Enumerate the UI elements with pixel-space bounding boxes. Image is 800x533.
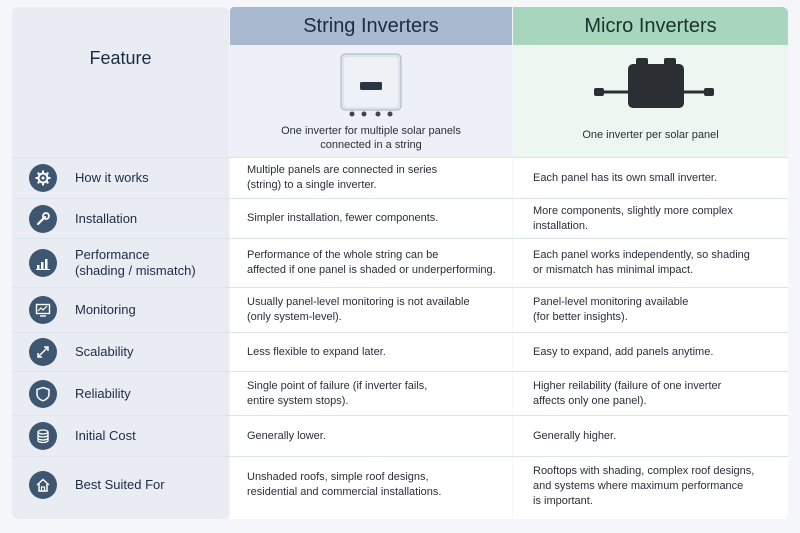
feature-label: Best Suited For — [75, 477, 165, 492]
expand-arrows-icon — [29, 338, 57, 366]
string-caption: One inverter for multiple solar panels c… — [281, 125, 461, 151]
table-row: How it works — [12, 158, 229, 198]
string-cell: Generally lower. — [247, 429, 326, 442]
string-cell: Single point of failure (if inverter fai… — [247, 379, 428, 407]
table-row: Best Suited For — [12, 457, 229, 513]
row-divider — [12, 371, 788, 372]
feature-label: Scalability — [75, 344, 134, 359]
row-divider — [12, 332, 788, 333]
micro-caption: One inverter per solar panel — [582, 129, 719, 141]
gear-icon — [29, 164, 57, 192]
string-cell: Usually panel-level monitoring is not av… — [247, 296, 470, 323]
micro-cell: Each panel has its own small inverter. — [533, 171, 718, 184]
string-cell: Unshaded roofs, simple roof designs, res… — [247, 471, 442, 498]
row-divider — [12, 456, 788, 457]
micro-cell: Panel-level monitoring available (for be… — [533, 296, 689, 323]
micro-cell: Generally higher. — [533, 429, 617, 442]
row-divider — [12, 287, 788, 288]
table-row: Installation — [12, 199, 229, 238]
house-icon — [29, 471, 57, 499]
table-row: Monitoring — [12, 288, 229, 332]
string-cell: Less flexible to expand later. — [247, 345, 386, 358]
micro-cell: Higher reilability (failure of one inver… — [533, 379, 722, 407]
string-cell: Multiple panels are connected in series … — [247, 164, 438, 191]
string-cell: Performance of the whole string can be a… — [247, 249, 496, 276]
micro-cell: Easy to expand, add panels anytime. — [533, 345, 714, 358]
feature-label: Reliability — [75, 385, 131, 401]
feature-label: Installation — [75, 210, 138, 226]
micro-cell: More components, slightly more complex i… — [533, 204, 733, 232]
bar-chart-icon — [29, 249, 57, 277]
row-divider — [12, 157, 788, 158]
feature-label: Monitoring — [75, 302, 136, 317]
table-row: Scalability — [12, 333, 229, 371]
row-divider — [12, 415, 788, 416]
micro-inverters-header: Micro Inverters — [513, 7, 788, 45]
micro-cell: Rooftops with shading, complex roof desi… — [533, 464, 755, 507]
string-inverter-image — [340, 53, 402, 117]
coin-stack-icon — [29, 422, 57, 450]
table-row: Initial Cost — [12, 416, 229, 456]
table-row: Performance (shading / mismatch) — [12, 239, 229, 287]
row-divider — [12, 238, 788, 239]
shield-icon — [29, 379, 57, 408]
feature-label: Initial Cost — [75, 428, 136, 443]
micro-cell: Each panel works independently, so shadi… — [533, 249, 750, 276]
row-divider — [12, 198, 788, 199]
feature-label: Performance (shading / mismatch) — [75, 247, 196, 278]
wrench-icon — [29, 204, 57, 233]
table-row: Reliability — [12, 372, 229, 415]
feature-label: How it works — [75, 170, 149, 185]
string-cell: Simpler installation, fewer components. — [247, 212, 439, 224]
string-inverters-header: String Inverters — [230, 7, 512, 45]
monitor-icon — [29, 296, 57, 324]
feature-header: Feature — [89, 48, 152, 68]
micro-inverter-image — [594, 58, 714, 108]
